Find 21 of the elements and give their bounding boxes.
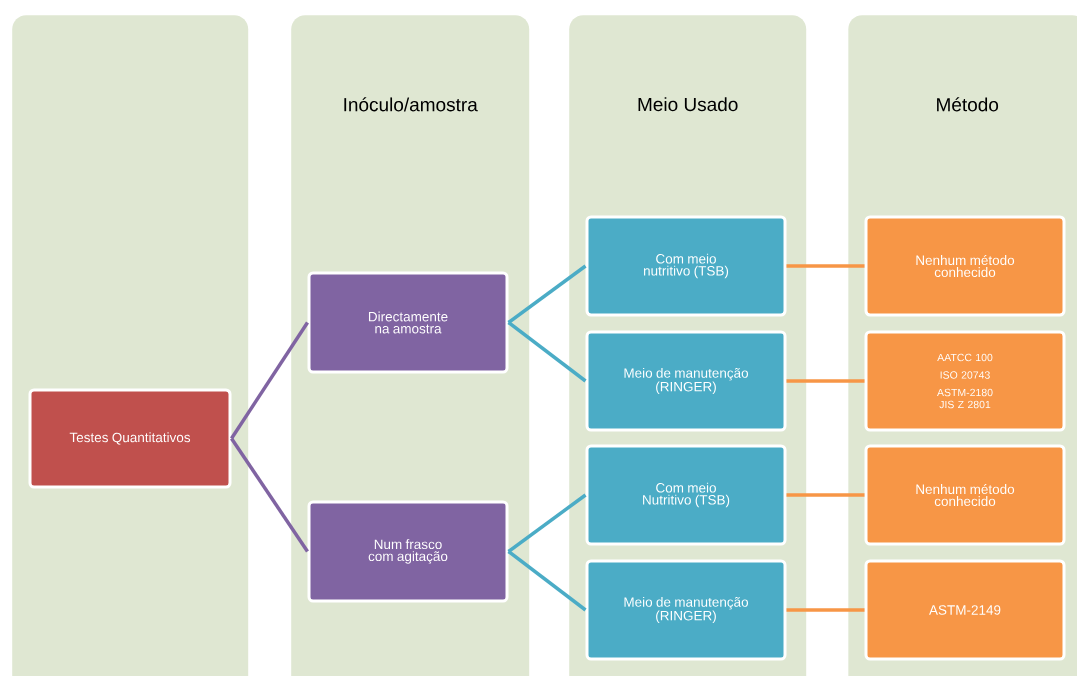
process-box: Nenhum método conhecido <box>864 444 1066 546</box>
process-box: Num frasco com agitação <box>307 500 509 603</box>
process-box: Meio de manutenção (RINGER) <box>585 330 787 432</box>
connector-line <box>786 264 865 268</box>
connector-line <box>507 493 587 553</box>
connector-line <box>507 550 587 612</box>
connector-line <box>507 264 587 324</box>
process-box: Testes Quantitativos <box>28 388 232 489</box>
connector-line <box>786 493 865 497</box>
connector-line <box>230 321 309 440</box>
connector-line <box>507 321 587 383</box>
process-box: AATCC 100 ISO 20743 ASTM-2180 JIS Z 2801 <box>864 330 1066 432</box>
connector-line <box>230 437 309 553</box>
process-box: Com meio Nutritivo (TSB) <box>585 444 787 546</box>
process-box: Com meio nutritivo (TSB) <box>585 215 787 317</box>
process-box: ASTM-2149 <box>864 559 1066 661</box>
process-box: Directamente na amostra <box>307 271 509 374</box>
connector-line <box>786 379 865 383</box>
connector-line <box>786 608 865 612</box>
process-box: Nenhum método conhecido <box>864 215 1066 317</box>
process-box: Meio de manutenção (RINGER) <box>585 559 787 661</box>
